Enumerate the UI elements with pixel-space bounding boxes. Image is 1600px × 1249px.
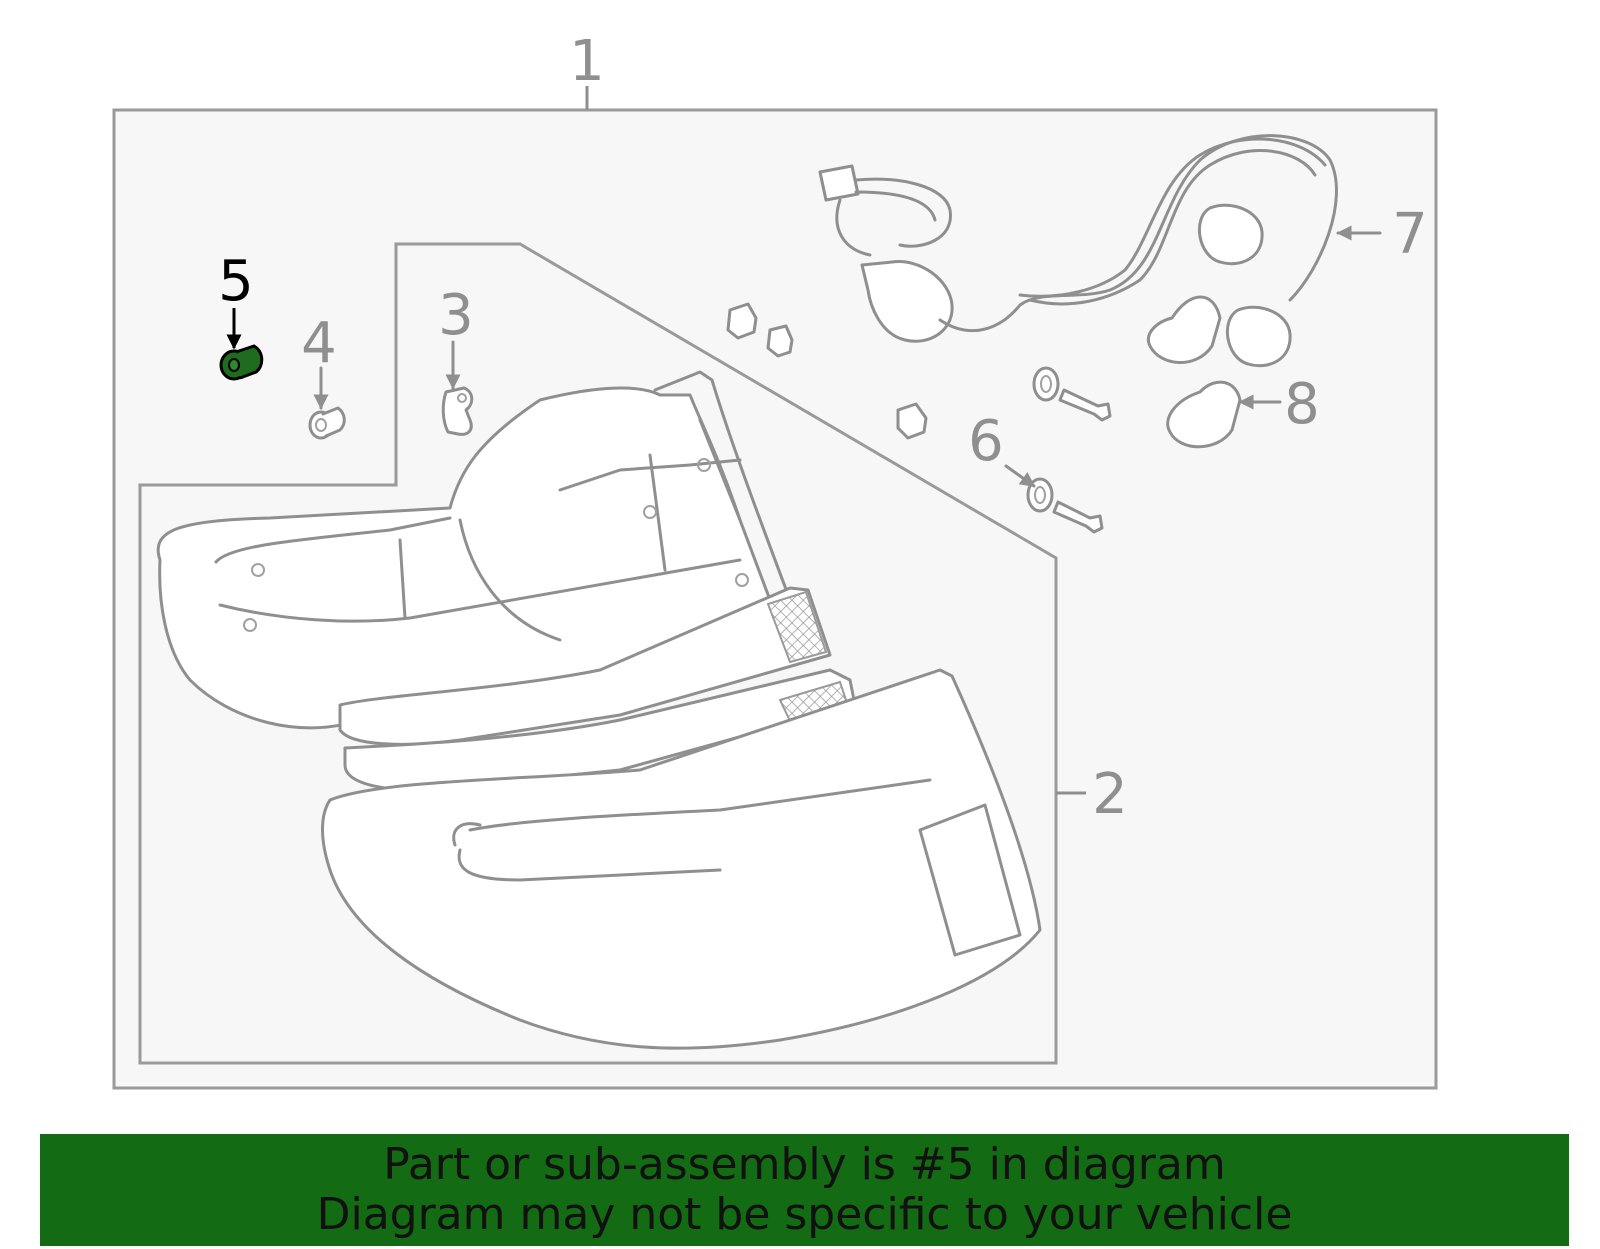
- callout-5: 5: [218, 249, 254, 314]
- tail-lamp-drawing: [156, 370, 1042, 1050]
- callout-2: 2: [1092, 762, 1128, 827]
- callout-6-arrow: [1004, 464, 1036, 488]
- callout-6: 6: [968, 409, 1004, 474]
- clip-part-3: [441, 386, 474, 436]
- grommet-part-4: [308, 406, 346, 440]
- small-clips: [726, 302, 928, 440]
- callout-8: 8: [1284, 372, 1320, 437]
- banner-line-1: Part or sub-assembly is #5 in diagram: [383, 1139, 1226, 1190]
- callout-7: 7: [1392, 202, 1428, 267]
- parts-diagram: 1 2 3 4 5 6 7 8: [112, 29, 1438, 1090]
- callout-4: 4: [301, 311, 337, 376]
- bulb-part-8: [1166, 380, 1242, 449]
- highlighted-grommet-part-5: [219, 344, 264, 381]
- wiring-harness-part-7: [818, 134, 1338, 368]
- info-banner: Part or sub-assembly is #5 in diagram Di…: [40, 1134, 1569, 1246]
- nut-screw-part-6: [1026, 366, 1112, 534]
- banner-line-2: Diagram may not be specific to your vehi…: [316, 1189, 1293, 1240]
- callout-3: 3: [438, 283, 474, 348]
- callout-1: 1: [569, 29, 605, 94]
